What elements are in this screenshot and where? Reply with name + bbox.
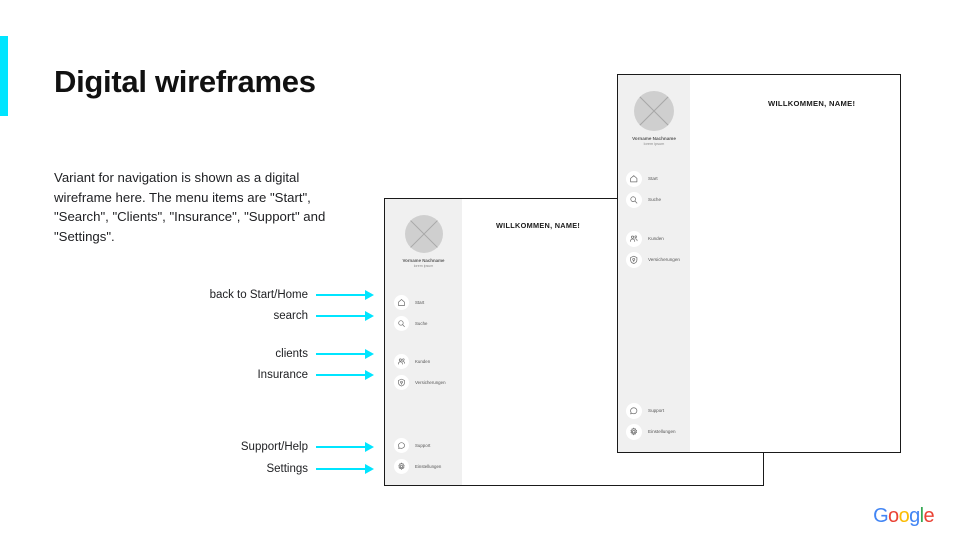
annotation-arrow-icon	[316, 311, 376, 321]
annotation-label: Settings	[266, 463, 308, 475]
annotation-3: Insurance	[76, 368, 376, 382]
gear-icon	[626, 423, 642, 440]
nav-item-start[interactable]: Start	[385, 292, 462, 313]
nav-item-start[interactable]: Start	[618, 168, 690, 189]
nav-item-suche[interactable]: Suche	[385, 313, 462, 334]
annotation-label: Insurance	[257, 369, 308, 381]
page-description: Variant for navigation is shown as a dig…	[54, 170, 326, 244]
nav-item-kunden[interactable]: Kunden	[385, 351, 462, 372]
annotation-arrow-icon	[316, 349, 376, 359]
nav-item-label: Support	[648, 408, 665, 413]
annotation-arrow-icon	[316, 370, 376, 380]
annotation-arrow-icon	[316, 464, 376, 474]
annotation-arrow-icon	[316, 290, 376, 300]
google-logo: Google	[873, 505, 935, 528]
google-logo-letter: o	[888, 505, 899, 527]
annotation-1: search	[76, 309, 376, 323]
nav-item-versicherungen[interactable]: Versicherungen	[385, 372, 462, 393]
people-icon	[626, 230, 642, 247]
nav-item-label: Support	[415, 443, 431, 448]
main-content-front: WILLKOMMEN, NAME!	[690, 75, 900, 452]
google-logo-letter: G	[873, 505, 889, 527]
nav-item-support[interactable]: Support	[385, 435, 462, 456]
welcome-heading: WILLKOMMEN, NAME!	[768, 99, 856, 108]
annotation-2: clients	[76, 347, 376, 361]
nav-item-label: Start	[648, 176, 658, 181]
nav-item-einstellungen[interactable]: Einstellungen	[618, 421, 690, 442]
annotation-0: back to Start/Home	[76, 288, 376, 302]
shield-icon	[394, 375, 409, 390]
annotation-label: back to Start/Home	[209, 289, 308, 301]
annotation-label: Support/Help	[240, 441, 308, 453]
profile-name: Vorname Nachname	[632, 136, 676, 141]
search-icon	[626, 191, 642, 208]
avatar	[634, 91, 674, 131]
nav-item-label: Kunden	[648, 236, 664, 241]
chat-bubble-icon	[626, 402, 642, 419]
nav-item-versicherungen[interactable]: Versicherungen	[618, 249, 690, 270]
nav-item-label: Einstellungen	[415, 464, 442, 469]
annotation-label: search	[273, 310, 308, 322]
nav-item-suche[interactable]: Suche	[618, 189, 690, 210]
nav-item-einstellungen[interactable]: Einstellungen	[385, 456, 462, 477]
annotation-label: clients	[275, 348, 308, 360]
nav-item-label: Einstellungen	[648, 429, 676, 434]
google-logo-letter: o	[898, 505, 910, 527]
chat-bubble-icon	[394, 438, 409, 453]
nav-item-label: Versicherungen	[415, 380, 446, 385]
profile-block: Vorname Nachname lorem ipsum	[618, 91, 690, 146]
nav-item-label: Versicherungen	[648, 257, 680, 262]
search-icon	[394, 316, 409, 331]
profile-subtitle: lorem ipsum	[413, 264, 434, 268]
nav-item-kunden[interactable]: Kunden	[618, 228, 690, 249]
avatar	[404, 215, 443, 253]
annotation-4: Support/Help	[76, 440, 376, 454]
accent-bar	[0, 36, 8, 116]
gear-icon	[394, 459, 409, 474]
shield-icon	[626, 251, 642, 268]
profile-name: Vorname Nachname	[402, 258, 445, 263]
home-icon	[626, 170, 642, 187]
nav-item-label: Suche	[648, 197, 662, 202]
people-icon	[394, 354, 409, 369]
home-icon	[394, 295, 409, 310]
annotation-5: Settings	[76, 462, 376, 476]
welcome-heading: WILLKOMMEN, NAME!	[496, 221, 581, 230]
profile-subtitle: lorem ipsum	[643, 142, 665, 146]
google-logo-letter: e	[923, 505, 934, 527]
profile-block: Vorname Nachname lorem ipsum	[385, 215, 462, 268]
nav-item-label: Suche	[415, 321, 428, 326]
page-title: Digital wireframes	[54, 64, 316, 99]
google-logo-letter: l	[919, 505, 924, 527]
nav-item-support[interactable]: Support	[618, 400, 690, 421]
google-logo-letter: g	[909, 505, 920, 527]
annotation-arrow-icon	[316, 442, 376, 452]
nav-item-label: Start	[415, 300, 425, 305]
nav-item-label: Kunden	[415, 359, 431, 364]
